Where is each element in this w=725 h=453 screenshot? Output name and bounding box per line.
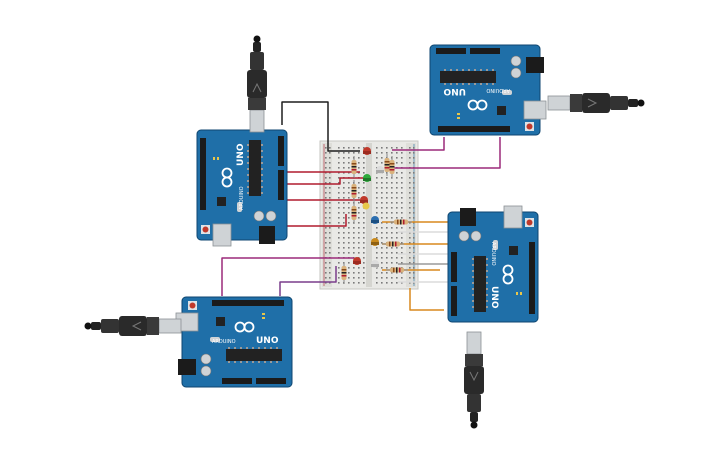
led-red-1 (363, 147, 371, 155)
led-yellow (362, 202, 370, 210)
board-model-label: UNO (236, 143, 246, 166)
board-model-label: UNO (489, 286, 499, 309)
usb-cable-icon[interactable] (84, 315, 182, 337)
board-model-label: UNO (256, 336, 279, 346)
led-white-1 (376, 166, 384, 174)
wire-purple (279, 266, 337, 296)
board-model-label: UNO (443, 86, 466, 96)
usb-cable-icon[interactable] (246, 35, 268, 133)
arduino-board-bottom-left[interactable]: ARDUINO UNO (175, 296, 293, 388)
wire-red (284, 214, 347, 227)
board-brand-label: ARDUINO (490, 242, 496, 266)
led-green (363, 174, 371, 182)
led-blue (371, 216, 379, 224)
led-red-3 (353, 257, 361, 265)
wire-magenta (392, 137, 501, 169)
board-brand-label: ARDUINO (212, 339, 236, 345)
led-red-2 (360, 196, 368, 204)
led-orange (371, 238, 379, 246)
board-brand-label: ARDUINO (239, 186, 245, 210)
wire-red (284, 177, 364, 185)
wire-magenta (221, 257, 354, 296)
wire-black (281, 101, 360, 152)
wire-magenta (392, 137, 445, 151)
led-white-2 (371, 260, 379, 268)
board-brand-label: ARDUINO (486, 87, 510, 93)
arduino-board-top-left[interactable]: ARDUINO UNO (196, 129, 288, 247)
arduino-board-top-right[interactable]: ARDUINO UNO (429, 44, 547, 136)
wire-orange (409, 288, 444, 311)
leds-and-resistors (341, 147, 413, 285)
usb-cable-icon[interactable] (547, 92, 645, 114)
usb-cable-icon[interactable] (463, 331, 485, 429)
arduino-board-bottom-right[interactable]: ARDUINO UNO (447, 205, 539, 323)
breadboard (319, 140, 419, 290)
